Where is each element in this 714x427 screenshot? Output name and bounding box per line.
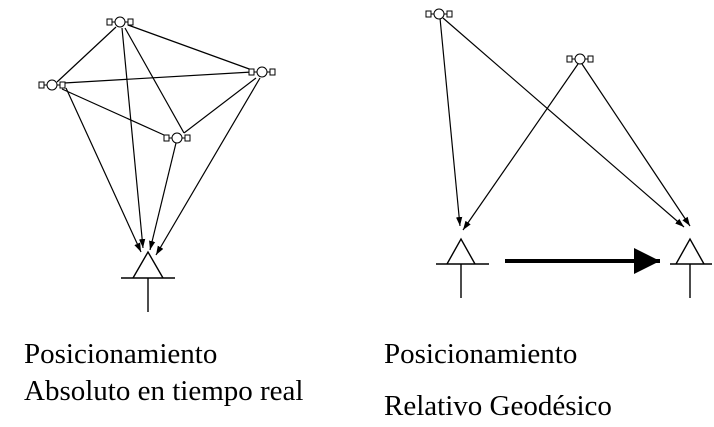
left-panel — [38, 16, 276, 312]
left-satellite-links — [56, 24, 257, 136]
link-s3-s4 — [183, 77, 257, 134]
satellite-icon — [163, 132, 191, 144]
left-signal-arrows — [65, 27, 261, 256]
signal-arrow-s3 — [155, 77, 261, 256]
receiver-icon — [121, 250, 175, 312]
link-s2-s4 — [61, 88, 165, 136]
left-caption-line2: Absoluto en tiempo real — [24, 375, 304, 407]
signal-arrow-s1-a — [121, 27, 146, 249]
signal-arrow-s1-b — [124, 27, 185, 134]
left-caption-line1: Posicionamiento — [24, 338, 218, 370]
satellite-icon — [38, 79, 66, 91]
right-caption-line1: Posicionamiento — [384, 338, 578, 370]
receiver-icon — [670, 237, 712, 298]
link-s1-s2 — [56, 26, 117, 83]
satellite-icon — [566, 53, 594, 65]
satellite-icon — [248, 66, 276, 78]
right-signal-arrows — [439, 17, 691, 231]
signal-arrow-s2 — [65, 87, 142, 253]
signal-arrow-s5-r2 — [442, 17, 685, 228]
link-s2-s3 — [63, 71, 253, 84]
satellite-icon — [106, 16, 134, 28]
signal-arrow-s6-r1 — [462, 63, 579, 231]
signal-arrow-s4 — [149, 142, 177, 251]
signal-arrow-s6-r2 — [581, 63, 691, 227]
signal-arrow-s5-r1 — [439, 17, 463, 227]
receiver-icon — [436, 237, 489, 298]
right-caption-line2: Relativo Geodésico — [384, 390, 612, 422]
link-s1-s3 — [127, 24, 253, 71]
right-panel — [425, 8, 712, 298]
satellite-icon — [425, 8, 453, 20]
